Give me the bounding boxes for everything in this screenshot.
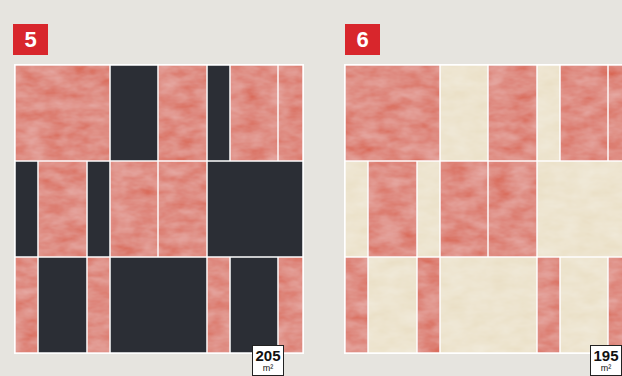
- area-box: 195m²: [590, 345, 622, 376]
- accent-tile: [231, 258, 278, 353]
- pattern-label: 5: [24, 27, 36, 53]
- accent-tile: [441, 258, 537, 353]
- red-tile: [418, 258, 440, 353]
- red-tile: [609, 66, 622, 161]
- red-tile: [111, 162, 158, 257]
- red-tile: [279, 258, 303, 353]
- area-box: 205m²: [252, 345, 284, 376]
- red-tile: [441, 162, 488, 257]
- red-tile: [159, 66, 207, 161]
- red-tile: [346, 66, 440, 161]
- accent-tile: [418, 162, 440, 257]
- red-tile: [16, 258, 38, 353]
- accent-tile: [561, 258, 608, 353]
- accent-tile: [208, 66, 230, 161]
- red-tile: [538, 258, 560, 353]
- area-value: 205: [255, 348, 280, 363]
- grout: [14, 64, 304, 354]
- red-tile: [39, 162, 87, 257]
- accent-tile: [208, 162, 303, 257]
- accent-tile: [538, 66, 560, 161]
- red-tile: [279, 66, 303, 161]
- area-value: 195: [593, 348, 618, 363]
- accent-tile: [441, 66, 488, 161]
- red-tile: [489, 66, 537, 161]
- red-tile: [561, 66, 608, 161]
- accent-tile: [346, 162, 368, 257]
- accent-tile: [538, 162, 622, 257]
- pattern-number: 6: [345, 24, 380, 55]
- accent-tile: [16, 162, 38, 257]
- red-tile: [231, 66, 278, 161]
- accent-tile: [111, 66, 158, 161]
- red-tile: [609, 258, 622, 353]
- pattern-number: 5: [13, 24, 48, 55]
- accent-tile: [111, 258, 207, 353]
- red-tile: [16, 66, 110, 161]
- area-unit: m²: [263, 363, 274, 373]
- red-tile: [346, 258, 368, 353]
- red-tile: [208, 258, 230, 353]
- red-tile: [88, 258, 110, 353]
- red-tile: [159, 162, 207, 257]
- accent-tile: [39, 258, 87, 353]
- pattern-label: 6: [356, 27, 368, 53]
- red-tile: [369, 162, 417, 257]
- accent-tile: [369, 258, 417, 353]
- accent-tile: [88, 162, 110, 257]
- area-unit: m²: [601, 363, 612, 373]
- red-tile: [489, 162, 537, 257]
